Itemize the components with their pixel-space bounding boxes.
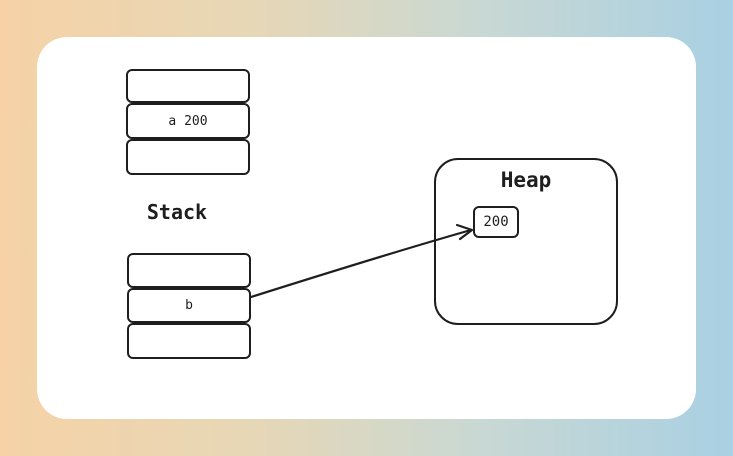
stack-cell-b: b bbox=[127, 288, 251, 323]
heap-value-box: 200 bbox=[473, 206, 519, 238]
stack-cell-a: a 200 bbox=[126, 103, 250, 139]
stack-lower-cell-bottom bbox=[127, 323, 251, 359]
stack-upper-cell-bottom bbox=[126, 139, 250, 175]
heap-label: Heap bbox=[500, 168, 552, 192]
stack-label: Stack bbox=[146, 200, 208, 224]
diagram-canvas: a 200 Stack b Heap 200 bbox=[37, 37, 696, 419]
stack-lower-cell-top bbox=[127, 253, 251, 288]
stack-upper-cell-top bbox=[126, 69, 250, 103]
